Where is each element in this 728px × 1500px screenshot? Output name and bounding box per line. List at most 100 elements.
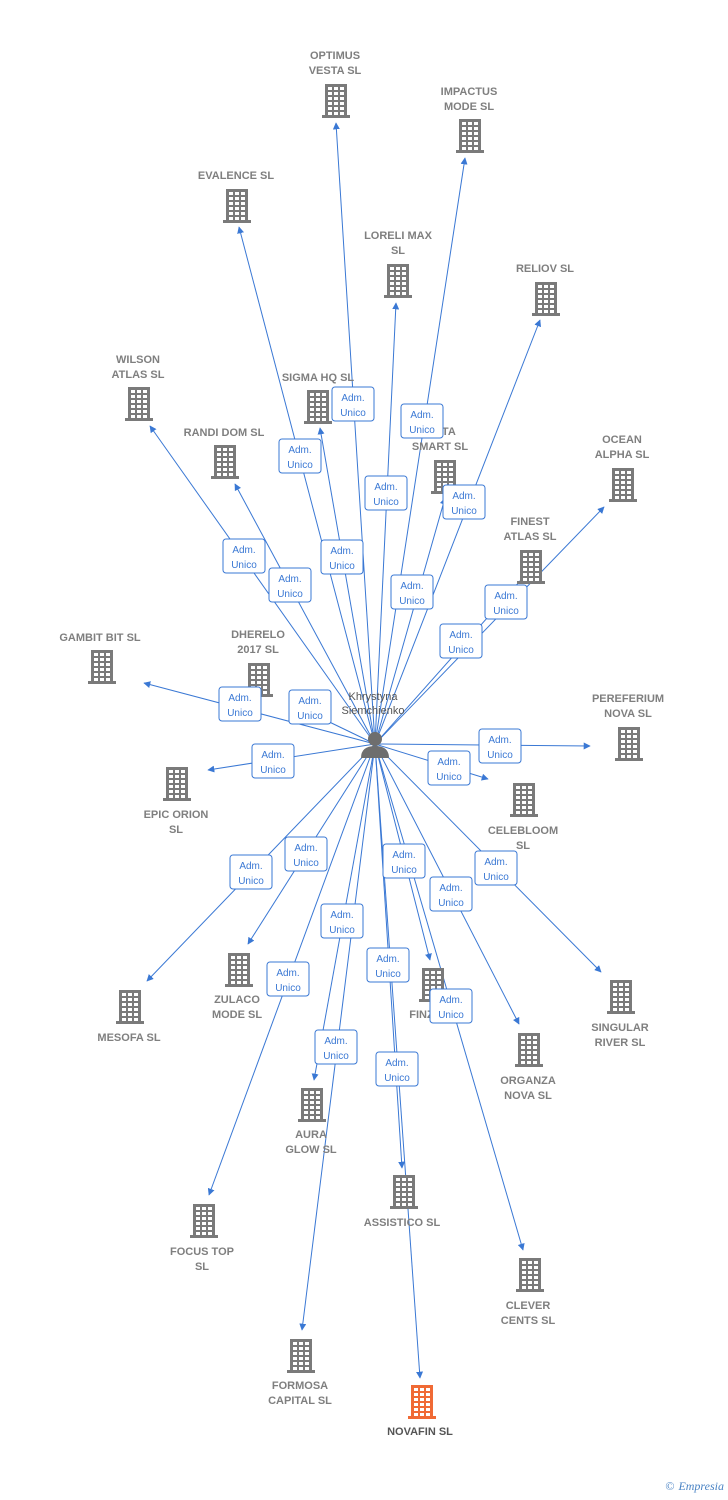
role-badge-frame [331, 386, 375, 422]
role-label-line: Unico [231, 560, 257, 571]
role-label-line: Adm. [449, 630, 472, 641]
role-badge-frame [390, 574, 434, 610]
building-icon [287, 1339, 315, 1373]
role-label-line: Unico [451, 506, 477, 517]
role-label-line: Adm. [494, 591, 517, 602]
role-label-line: Adm. [278, 574, 301, 585]
role-label-line: Unico [438, 1010, 464, 1021]
building-icon [211, 445, 239, 479]
role-label-line: Adm. [385, 1058, 408, 1069]
company-node-sigma[interactable]: SIGMA HQ SL [282, 372, 355, 424]
company-label-line: LORELI MAX [364, 230, 432, 242]
edge-reliov [374, 319, 541, 745]
role-badge-frame [320, 903, 364, 939]
role-badge-frame [266, 961, 310, 997]
role-label-line: Unico [287, 460, 313, 471]
role-badge-randi: Adm.Unico [268, 567, 312, 603]
role-label-line: Unico [399, 596, 425, 607]
company-label-line: SMART SL [412, 441, 469, 453]
role-badge-focus: Adm.Unico [266, 961, 310, 997]
role-badge-vista: Adm.Unico [390, 574, 434, 610]
company-label-line: OCEAN [602, 434, 642, 446]
role-label-line: Adm. [341, 393, 364, 404]
role-badge-frame [284, 836, 328, 872]
building-icon [408, 1385, 436, 1419]
role-label-line: Adm. [410, 410, 433, 421]
role-badge-finz: Adm.Unico [382, 843, 426, 879]
role-label-line: Adm. [330, 546, 353, 557]
building-icon [322, 84, 350, 118]
role-label-line: Adm. [439, 883, 462, 894]
role-badge-pereferium: Adm.Unico [478, 728, 522, 764]
role-badge-frame [222, 538, 266, 574]
building-icon [615, 727, 643, 761]
role-badge-frame [278, 438, 322, 474]
edge-ocean [374, 506, 605, 745]
role-label-line: Adm. [488, 735, 511, 746]
company-label-line: NOVA SL [504, 1090, 552, 1102]
company-label-line: CLEVER [506, 1300, 551, 1312]
company-label-line: PEREFERIUM [592, 693, 664, 705]
role-label-line: Unico [293, 858, 319, 869]
role-label-line: Unico [438, 898, 464, 909]
company-label-line: RANDI DOM SL [184, 427, 265, 439]
company-label-line: WILSON [116, 354, 160, 366]
role-badge-sigma: Adm.Unico [320, 539, 364, 575]
role-label-line: Adm. [437, 757, 460, 768]
copyright-symbol: © [665, 1479, 675, 1493]
role-badge-dherelo: Adm. Unico [288, 689, 332, 725]
role-badge-frame [229, 854, 273, 890]
role-badge-clever: Adm.Unico [429, 988, 473, 1024]
company-label-line: FINEST [510, 516, 549, 528]
role-badge-celebloom: Adm. Unico [427, 750, 471, 786]
company-node-randi[interactable]: RANDI DOM SL [184, 427, 265, 479]
company-node-gambit[interactable]: GAMBIT BIT SL [59, 632, 141, 684]
brand-logo[interactable]: ©Empresia [665, 1479, 724, 1494]
role-badge-mesofa: Adm.Unico [229, 854, 273, 890]
company-node-novafin[interactable]: NOVAFIN SL [387, 1385, 453, 1438]
role-badge-zulaco: Adm.Unico [284, 836, 328, 872]
company-node-reliov[interactable]: RELIOV SL [516, 263, 574, 316]
role-label-line: Adm. [298, 696, 321, 707]
company-label-line: DHERELO [231, 629, 285, 641]
role-badge-frame [429, 876, 473, 912]
company-node-mesofa[interactable]: MESOFA SL [97, 990, 161, 1044]
company-label-line: SINGULAR [591, 1022, 649, 1034]
role-badge-frame [288, 689, 332, 725]
role-label-line: Unico [448, 645, 474, 656]
company-label-line: SL [195, 1261, 209, 1273]
edge-impactus [374, 157, 468, 745]
company-label-line: FORMOSA [272, 1380, 328, 1392]
role-label-line: Unico [436, 772, 462, 783]
role-label-line: Unico [297, 711, 323, 722]
company-node-evalence[interactable]: EVALENCE SL [198, 170, 274, 223]
company-node-assistico[interactable]: ASSISTICO SL [364, 1175, 441, 1229]
company-node-ocean[interactable]: OCEAN ALPHA SL [595, 434, 650, 502]
building-icon [517, 550, 545, 584]
building-icon [607, 980, 635, 1014]
role-badge-frame [478, 728, 522, 764]
company-label-line: MESOFA SL [97, 1032, 160, 1044]
company-label-line: EPIC ORION [144, 809, 209, 821]
role-badge-gambit: Adm.Unico [218, 686, 262, 722]
company-label-line: RELIOV SL [516, 263, 574, 275]
company-label-line: ALPHA SL [595, 449, 650, 461]
role-badge-frame [442, 484, 486, 520]
